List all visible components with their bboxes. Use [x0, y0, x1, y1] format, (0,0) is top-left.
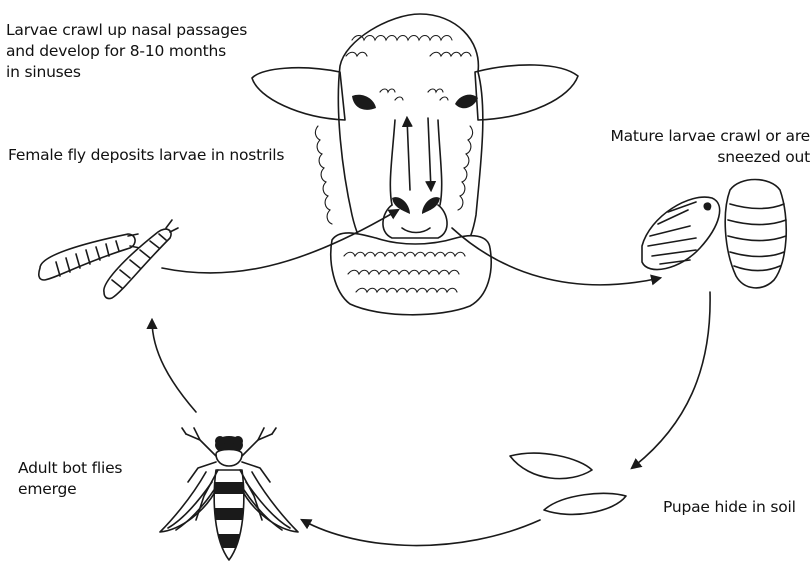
- nasal-up-arrow: [407, 118, 410, 190]
- sheep-head-icon: [252, 14, 578, 315]
- sheep-left-ear: [252, 68, 345, 120]
- pupae-icon: [510, 453, 626, 514]
- arrow-fly-to-larvae: [152, 320, 196, 412]
- arrow-pupae-to-fly: [302, 520, 540, 546]
- sheep-right-ear: [475, 65, 578, 120]
- sheep-right-nostril: [422, 197, 440, 214]
- mature-larvae-icon: [642, 180, 786, 288]
- arrow-mature-to-pupae: [632, 292, 710, 468]
- nasal-down-arrow: [428, 118, 431, 190]
- sheep-beard: [331, 233, 491, 315]
- larvae-left-icon: [39, 220, 178, 299]
- sheep-face-outline: [338, 14, 482, 265]
- adult-fly-icon: [160, 428, 298, 560]
